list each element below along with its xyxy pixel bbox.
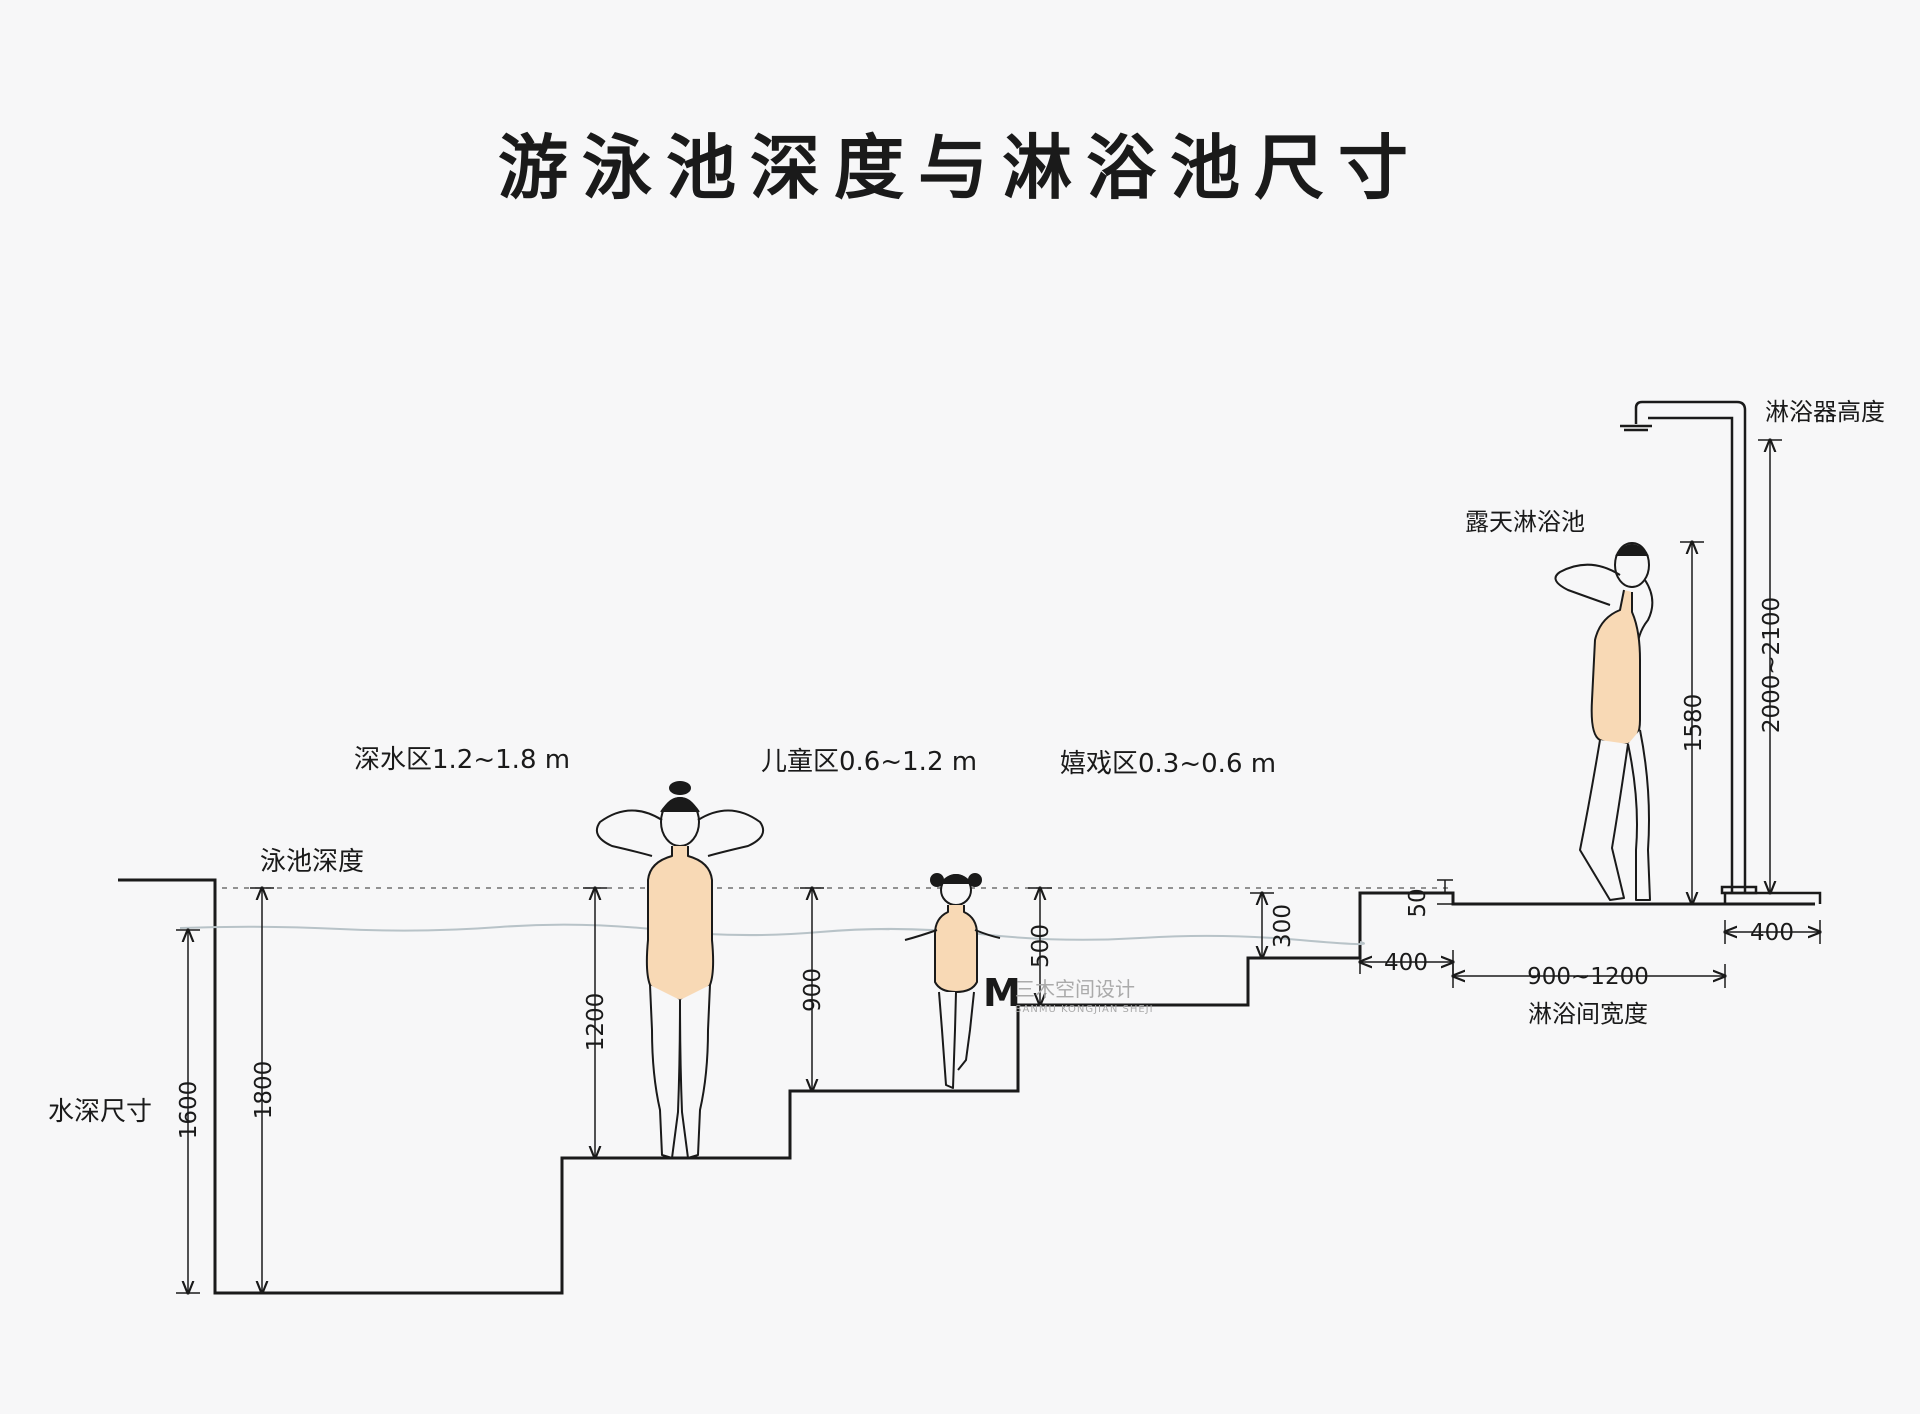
pool-profile [118, 878, 1815, 1295]
water-depth-label: 水深尺寸 [48, 1097, 152, 1127]
shower-height-label: 淋浴器高度 [1765, 398, 1885, 426]
child-figure [904, 873, 1001, 1089]
dim-text-2000-2100: 2000~2100 [1759, 597, 1785, 733]
dim-text-50: 50 [1405, 888, 1431, 917]
watermark-name: 三木空间设计 [1015, 977, 1135, 1001]
play-zone-label: 嬉戏区0.3~0.6 m [1060, 749, 1276, 779]
dim-text-400b: 400 [1750, 920, 1794, 946]
shower-width-label: 淋浴间宽度 [1528, 1000, 1648, 1028]
dim-text-1800: 1800 [251, 1061, 277, 1120]
dim-text-500: 500 [1028, 924, 1054, 968]
watermark-logo: M [983, 971, 1021, 1015]
showering-woman-figure [1554, 542, 1654, 901]
watermark: M 三木空间设计 SANMU KONGJIAN SHEJI [983, 971, 1154, 1015]
dim-text-900: 900 [800, 968, 826, 1012]
diagram-title: 游泳池深度与淋浴池尺寸 [498, 127, 1422, 209]
shower-base [1723, 891, 1822, 904]
adult-swimmer-figure [596, 781, 764, 1159]
children-zone-label: 儿童区0.6~1.2 m [761, 747, 977, 777]
dim-text-300: 300 [1270, 904, 1296, 948]
dim-text-1580: 1580 [1681, 694, 1707, 753]
deep-zone-label: 深水区1.2~1.8 m [354, 745, 570, 775]
dim-text-1200: 1200 [583, 993, 609, 1052]
dim-text-900-1200: 900~1200 [1527, 964, 1649, 990]
water-surface [179, 923, 1365, 946]
shower-fixture [1620, 400, 1758, 895]
outdoor-shower-label: 露天淋浴池 [1465, 508, 1585, 536]
dim-text-400a: 400 [1384, 950, 1428, 976]
dim-text-1600: 1600 [176, 1081, 202, 1140]
watermark-sub: SANMU KONGJIAN SHEJI [1015, 1004, 1154, 1015]
pool-depth-label: 泳池深度 [260, 847, 364, 877]
